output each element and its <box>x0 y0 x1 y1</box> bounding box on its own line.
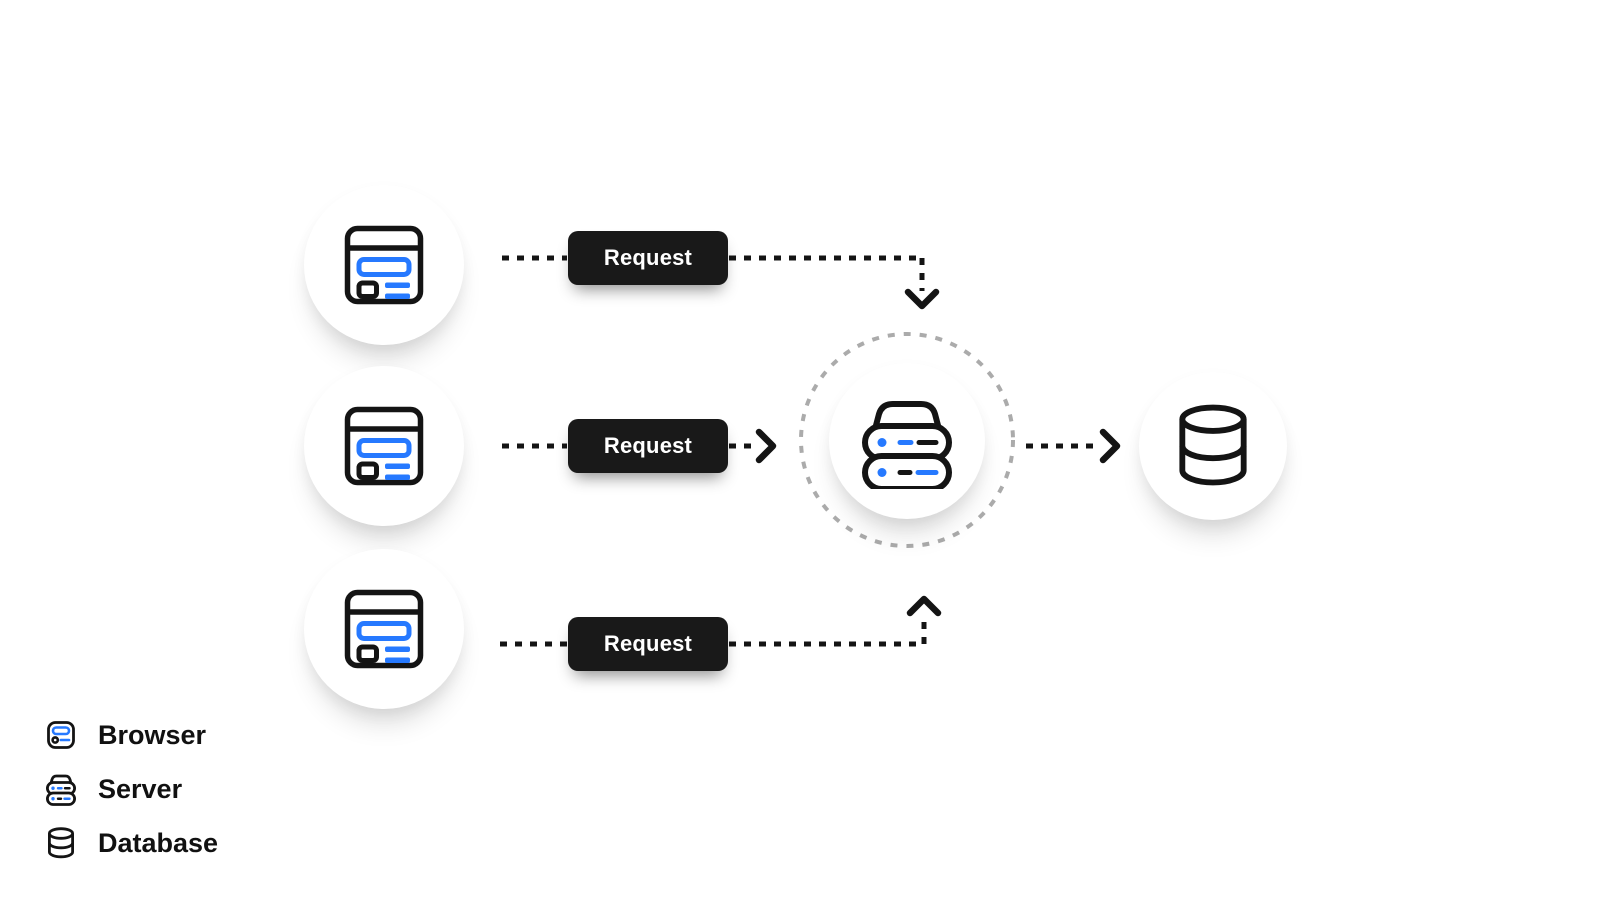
browser-node-3 <box>304 549 464 709</box>
request-button-1[interactable]: Request <box>568 231 728 285</box>
browser-node-2 <box>304 366 464 526</box>
legend: Browser Server <box>46 708 218 870</box>
database-icon <box>46 827 76 859</box>
arrowhead-right-icon <box>755 428 777 464</box>
legend-label-browser: Browser <box>98 719 207 750</box>
database-icon <box>1179 404 1247 486</box>
legend-label-server: Server <box>98 773 183 804</box>
database-node <box>1139 372 1287 520</box>
arrowhead-right-db-icon <box>1099 428 1121 464</box>
legend-label-database: Database <box>98 827 219 858</box>
browser-icon <box>46 721 76 749</box>
request-button-3[interactable]: Request <box>568 617 728 671</box>
server-icon <box>862 401 952 489</box>
legend-item-browser: Browser <box>46 708 218 762</box>
server-node <box>829 363 985 519</box>
browser-node-1 <box>304 185 464 345</box>
request-button-2[interactable]: Request <box>568 419 728 473</box>
browser-icon <box>344 406 424 486</box>
server-highlight-ring <box>799 332 1015 548</box>
legend-item-database: Database <box>46 816 218 870</box>
legend-item-server: Server <box>46 762 218 816</box>
arrowhead-up-icon <box>906 595 942 617</box>
dotted-connectors <box>500 255 1100 647</box>
server-icon <box>46 772 76 806</box>
browser-icon <box>344 225 424 305</box>
arrowhead-down-icon <box>904 288 940 310</box>
browser-icon <box>344 589 424 669</box>
